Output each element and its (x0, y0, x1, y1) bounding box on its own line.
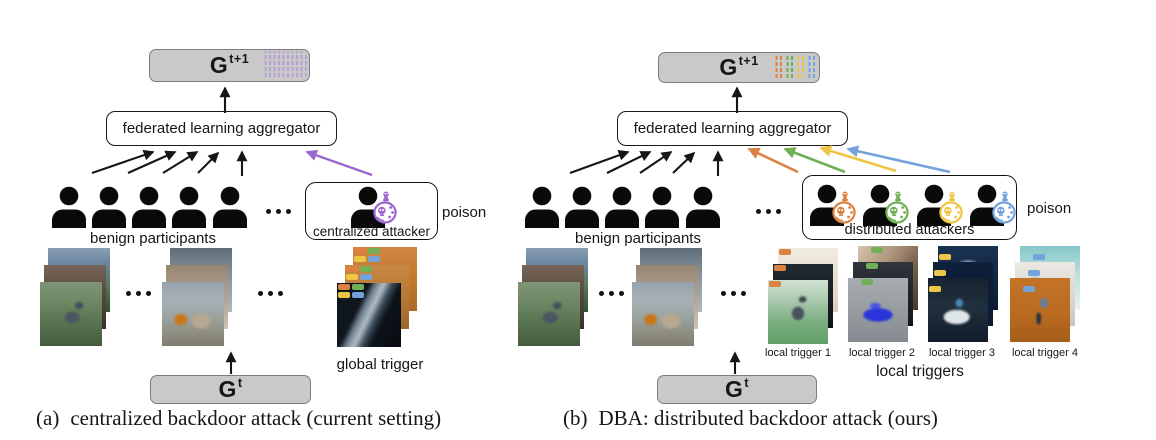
ellipsis (756, 209, 781, 214)
ellipsis (599, 291, 624, 296)
aggregator-label: federated learning aggregator (122, 120, 321, 137)
ellipsis (721, 291, 746, 296)
local-trigger-1-label: local trigger 1 (764, 347, 832, 359)
centralized-attacker-label: centralized attacker (312, 224, 431, 239)
ellipsis (258, 291, 283, 296)
benign-upload-arrow (639, 151, 673, 174)
benign-participants-label: benign participants (90, 230, 216, 247)
benign-participants-label: benign participants (575, 230, 701, 247)
participant-icon (211, 186, 249, 228)
global-model-next-box: Gt+1 (658, 52, 820, 83)
trigger-patch-green (368, 248, 380, 254)
trigger-patch-orange (338, 284, 350, 290)
poison-pattern-green (784, 54, 795, 80)
global-trigger-samples-stack (337, 247, 453, 349)
participant-icon (170, 186, 208, 228)
poison-bomb-icon (992, 191, 1016, 224)
local-trigger-2-stack (848, 246, 922, 346)
participant-icon (684, 186, 722, 228)
poison-pattern-yellow (795, 54, 806, 80)
poison-upload-arrow-orange (747, 147, 799, 174)
benign-samples-stack (518, 248, 630, 348)
local-trigger-3-label: local trigger 3 (928, 347, 996, 359)
poison-upload-arrow-purple (305, 149, 373, 177)
poison-bomb-icon (832, 191, 856, 224)
benign-upload-arrow (162, 151, 199, 174)
trigger-patch-orange (774, 265, 786, 271)
local-trigger-4-stack (1010, 246, 1084, 346)
poison-pattern-blue (806, 54, 817, 80)
benign-samples-stack (632, 248, 744, 348)
trigger-patch-green (866, 263, 878, 269)
local-trigger-1-stack (768, 248, 842, 348)
aggregator-box: federated learning aggregator (106, 111, 337, 146)
benign-upload-arrow (127, 150, 177, 174)
benign-upload-arrow (91, 149, 155, 174)
distributed-attackers-label: distributed attackers (844, 222, 975, 238)
poison-upload-arrow-blue (846, 145, 951, 174)
local-trigger-3-stack (928, 246, 1002, 346)
trigger-patch-yellow (346, 274, 358, 280)
participant-icon (50, 186, 88, 228)
participant-icon (523, 186, 561, 228)
caption-a: (a)centralized backdoor attack (current … (36, 406, 442, 430)
poison-pattern-orange (773, 54, 784, 80)
poison-bomb-icon (885, 191, 909, 224)
poison-label: poison (442, 204, 487, 221)
poison-pattern-purple (262, 51, 307, 79)
trigger-patch-blue (1023, 286, 1035, 292)
trigger-patch-blue (1033, 254, 1045, 260)
aggregator-label: federated learning aggregator (633, 120, 832, 137)
trigger-patch-orange (346, 266, 358, 272)
poison-upload-arrow-green (783, 147, 846, 174)
participant-icon (603, 186, 641, 228)
benign-upload-arrow (197, 151, 220, 174)
global-model-next-label: Gt+1 (209, 52, 250, 78)
ellipsis (266, 209, 291, 214)
benign-upload-arrow (606, 151, 652, 174)
global-model-prev-label: Gt (724, 376, 750, 402)
trigger-patch-yellow (939, 254, 951, 260)
participant-icon (563, 186, 601, 228)
global-model-prev-label: Gt (218, 376, 243, 402)
caption-b: (b)DBA: distributed backdoor attack (our… (563, 406, 938, 430)
trigger-patch-blue (1028, 270, 1040, 276)
benign-upload-arrow (672, 151, 696, 174)
global-model-prev-box: Gt (150, 375, 311, 404)
benign-upload-arrow (569, 150, 630, 174)
aggregator-box: federated learning aggregator (617, 111, 848, 146)
participant-icon (90, 186, 128, 228)
benign-samples-stack (162, 248, 274, 348)
global-model-next-box: Gt+1 (149, 49, 310, 82)
trigger-patch-green (871, 247, 883, 253)
trigger-patch-orange (769, 281, 781, 287)
trigger-patch-orange (354, 248, 366, 254)
participant-icon (643, 186, 681, 228)
trigger-patch-green (352, 284, 364, 290)
trigger-patch-green (360, 266, 372, 272)
trigger-patch-yellow (929, 286, 941, 292)
local-trigger-2-label: local trigger 2 (848, 347, 916, 359)
trigger-patch-yellow (934, 270, 946, 276)
trigger-patch-green (861, 279, 873, 285)
global-model-next-label: Gt+1 (719, 54, 759, 80)
global-trigger-label: global trigger (336, 356, 424, 373)
trigger-patch-orange (779, 249, 791, 255)
poison-bomb-icon (939, 191, 963, 224)
poison-label: poison (1027, 200, 1072, 217)
trigger-patch-blue (368, 256, 380, 262)
global-model-prev-box: Gt (657, 375, 817, 404)
ellipsis (126, 291, 151, 296)
trigger-patch-blue (360, 274, 372, 280)
poison-bomb-icon (373, 191, 397, 224)
trigger-patch-blue (352, 292, 364, 298)
trigger-patch-yellow (354, 256, 366, 262)
benign-samples-stack (40, 248, 152, 348)
local-triggers-group-label: local triggers (876, 363, 964, 380)
trigger-patch-yellow (338, 292, 350, 298)
local-trigger-4-label: local trigger 4 (1011, 347, 1079, 359)
participant-icon (130, 186, 168, 228)
poison-upload-arrow-yellow (819, 145, 897, 173)
